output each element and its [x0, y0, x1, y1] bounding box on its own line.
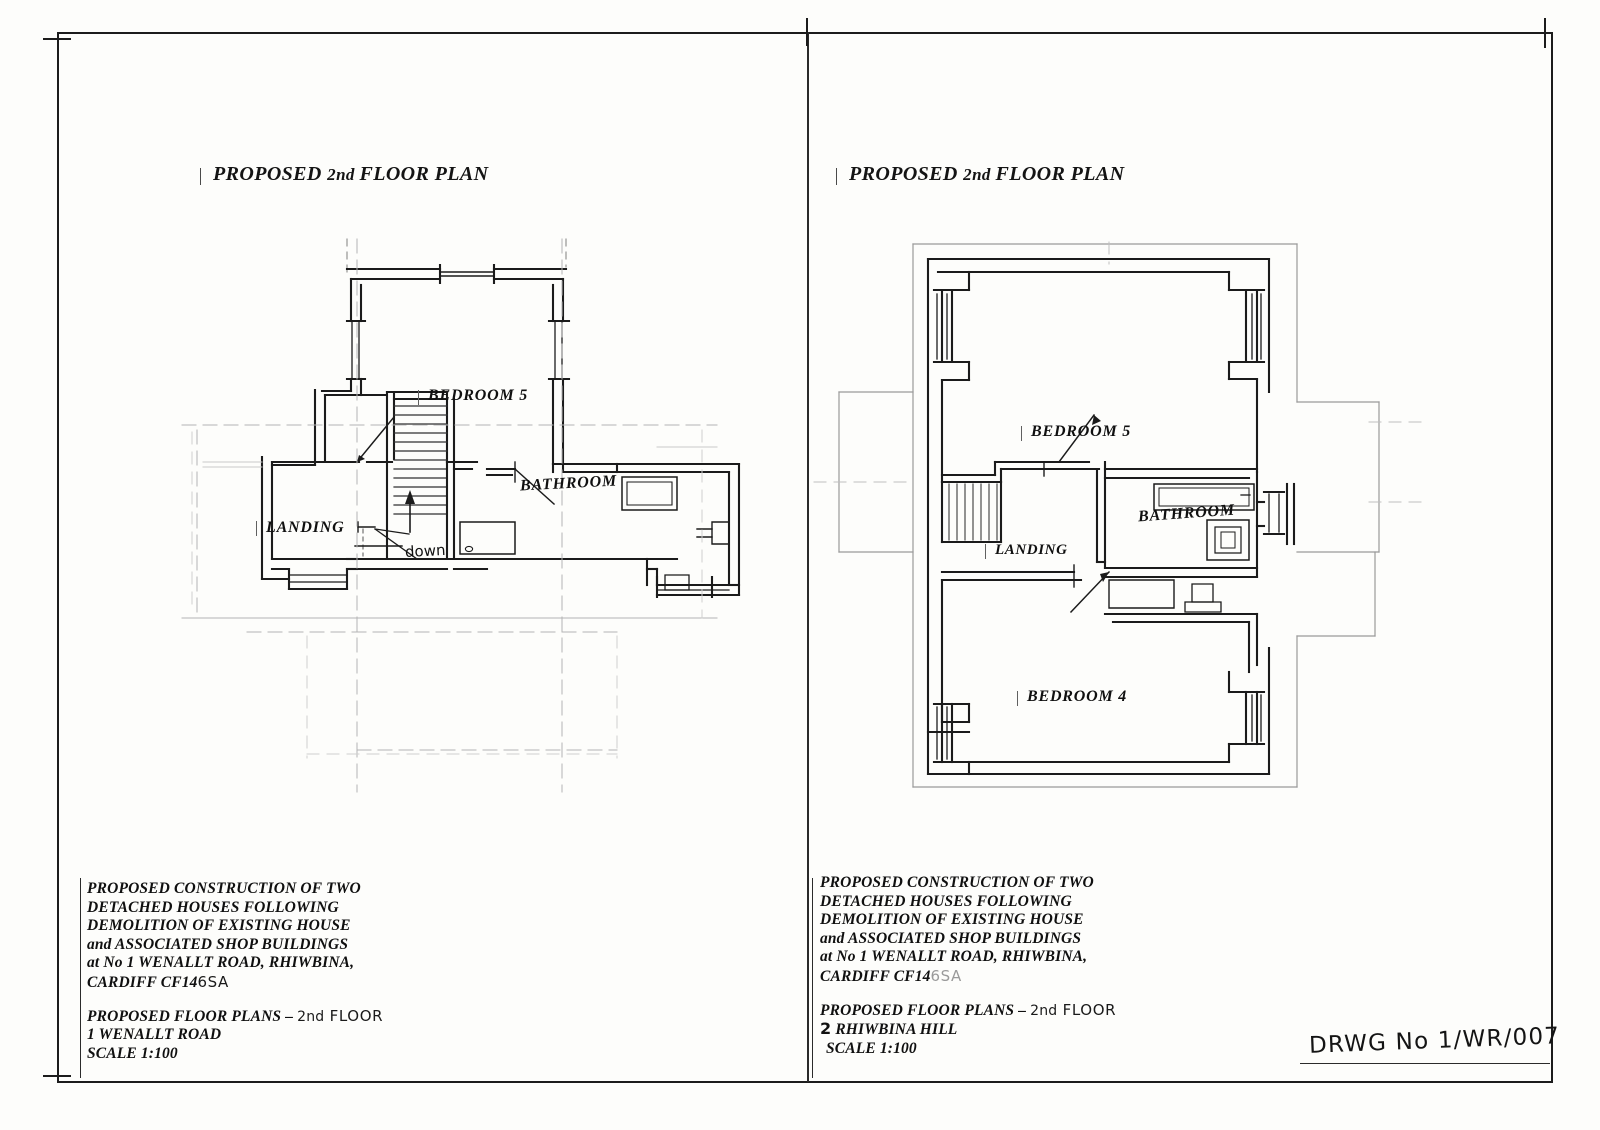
plan-heading-right-proposed: PROPOSED	[849, 163, 964, 185]
room-tick-landing-right	[985, 544, 987, 559]
title-right-line-3: DEMOLITION OF EXISTING HOUSE	[820, 911, 1084, 929]
plan-heading-left-floorplan: FLOOR PLAN	[359, 163, 489, 185]
room-label-landing-right: LANDING	[995, 542, 1068, 558]
title-block-rule-left	[80, 878, 82, 1078]
title-left-line-7: PROPOSED FLOOR PLANS – 2nd FLOOR	[87, 1007, 383, 1027]
title-right-postcode-hand: 6SA	[930, 966, 962, 985]
room-tick-bedroom4-right	[1017, 691, 1019, 706]
title-right-postcode-printed: CARDIFF CF14	[820, 967, 931, 985]
registration-tick-top-left	[43, 38, 71, 40]
plan-heading-right: PROPOSED 2nd FLOOR PLAN	[849, 163, 1124, 186]
title-right-plans-sup: 2nd	[1030, 1002, 1058, 1019]
title-left-line-6: CARDIFF CF146SA	[87, 973, 383, 993]
title-right-line-6: CARDIFF CF146SA	[820, 967, 1116, 987]
registration-tick-top-center	[806, 18, 808, 46]
room-label-landing-left: LANDING	[266, 519, 345, 536]
title-left-plans-printed: PROPOSED FLOOR PLANS –	[87, 1007, 298, 1025]
title-right-line-1: PROPOSED CONSTRUCTION OF TWO	[820, 874, 1094, 891]
plan-heading-left-proposed: PROPOSED	[213, 163, 328, 185]
plan-panel-right: PROPOSED 2nd FLOOR PLAN	[809, 32, 1553, 1082]
title-right-line-8: 2 RHIWBINA HILL	[820, 1019, 1116, 1040]
title-right-line-7: PROPOSED FLOOR PLANS – 2nd FLOOR	[820, 1001, 1116, 1021]
sheet-border-top	[57, 32, 1553, 34]
title-left-line-2: DETACHED HOUSES FOLLOWING	[87, 898, 339, 916]
title-right-street-name: RHIWBINA HILL	[831, 1021, 958, 1039]
sheet-border-bottom	[57, 1081, 1553, 1083]
room-label-bedroom-5-left: BEDROOM 5	[428, 387, 529, 404]
title-left-line-9: SCALE 1:100	[87, 1044, 178, 1062]
sheet-border-right	[1551, 32, 1553, 1083]
stair-direction-label-left: down	[404, 540, 446, 562]
room-tick-bedroom5-left	[418, 390, 420, 405]
title-left-postcode-printed: CARDIFF CF14	[87, 973, 198, 991]
title-right-line-9: SCALE 1:100	[826, 1039, 917, 1057]
floor-plan-drawing-left	[181, 238, 741, 793]
title-left-line-5: at No 1 WENALLT ROAD, RHIWBINA,	[87, 954, 355, 972]
floor-plan-drawing-right	[813, 241, 1430, 788]
title-left-line-3: DEMOLITION OF EXISTING HOUSE	[87, 917, 351, 935]
room-tick-bedroom5-right	[1021, 426, 1023, 441]
plan-panel-left: PROPOSED 2nd FLOOR PLAN	[57, 32, 807, 1082]
registration-tick-bottom-left	[43, 1075, 71, 1077]
title-left-plans-hand: FLOOR	[324, 1006, 384, 1025]
plan-heading-right-floorplan: FLOOR PLAN	[995, 163, 1125, 185]
title-block-rule-right	[812, 878, 814, 1078]
title-left-line-4: and ASSOCIATED SHOP BUILDINGS	[87, 935, 349, 953]
heading-tick-right	[836, 168, 838, 185]
room-label-bedroom-4-right: BEDROOM 4	[1027, 688, 1128, 705]
title-right-spacer	[820, 987, 1116, 1001]
title-left-postcode-hand: 6SA	[197, 972, 229, 991]
title-block-right: PROPOSED CONSTRUCTION OF TWO DETACHED HO…	[820, 874, 1116, 1058]
title-right-plans-printed: PROPOSED FLOOR PLANS –	[820, 1001, 1031, 1019]
room-label-bedroom-5-right: BEDROOM 5	[1031, 423, 1132, 440]
room-tick-landing-left	[256, 521, 258, 536]
plan-heading-right-level: 2nd	[963, 165, 996, 184]
registration-tick-top-right	[1544, 18, 1546, 48]
plan-heading-left: PROPOSED 2nd FLOOR PLAN	[213, 163, 488, 186]
title-right-line-2: DETACHED HOUSES FOLLOWING	[820, 892, 1072, 910]
title-block-left: PROPOSED CONSTRUCTION OF TWO DETACHED HO…	[87, 880, 383, 1063]
title-left-spacer	[87, 993, 383, 1007]
drawing-number-underline	[1300, 1063, 1550, 1065]
sheet-divider-center	[807, 32, 809, 1082]
title-right-plans-hand: FLOOR	[1057, 1000, 1117, 1019]
heading-tick-left	[200, 168, 202, 185]
plan-heading-left-level: 2nd	[327, 165, 360, 184]
title-right-line-5: at No 1 WENALLT ROAD, RHIWBINA,	[820, 948, 1088, 966]
title-left-plans-sup: 2nd	[297, 1008, 325, 1025]
sheet-border-left	[57, 32, 59, 1083]
title-right-line-4: and ASSOCIATED SHOP BUILDINGS	[820, 929, 1082, 947]
title-right-street-number: 2	[820, 1019, 832, 1039]
title-left-line-1: PROPOSED CONSTRUCTION OF TWO	[87, 880, 361, 897]
title-left-line-8: 1 WENALLT ROAD	[87, 1026, 222, 1044]
